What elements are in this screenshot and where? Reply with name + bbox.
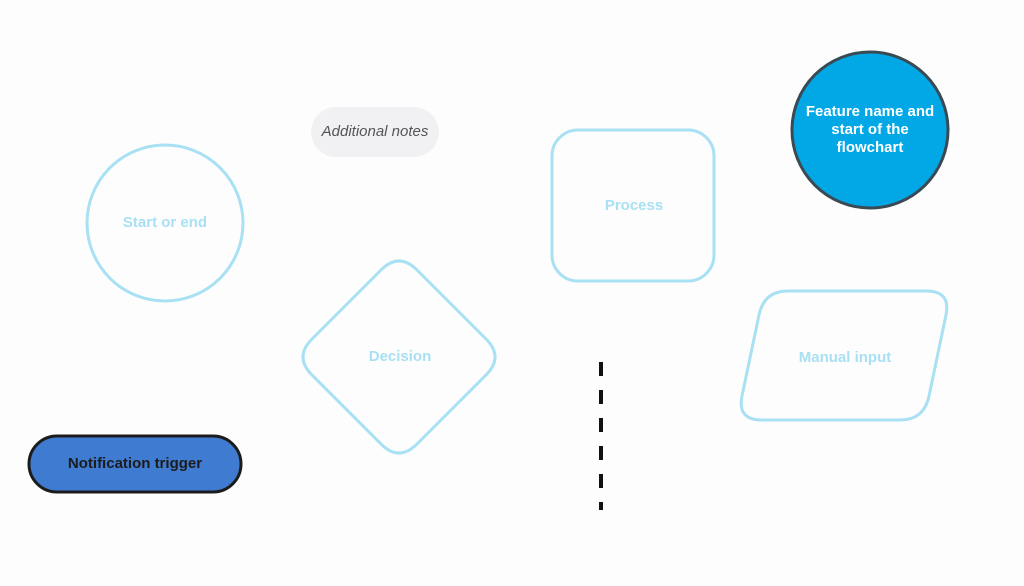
process-label: Process: [604, 197, 664, 214]
feature-label: Feature name and start of the flowchart: [805, 103, 935, 156]
notification-label: Notification trigger: [67, 455, 203, 472]
process-shape[interactable]: [550, 128, 716, 283]
notes-shape[interactable]: [311, 107, 439, 157]
notes-label: Additional notes: [321, 123, 429, 140]
start-end-shape[interactable]: [85, 143, 245, 303]
notification-shape[interactable]: [27, 434, 243, 494]
manual-input-shape[interactable]: [739, 289, 949, 422]
feature-shape[interactable]: [790, 50, 950, 210]
decision-shape[interactable]: [301, 259, 497, 455]
start-end-label: Start or end: [122, 214, 208, 231]
manual-input-label: Manual input: [798, 349, 892, 366]
decision-label: Decision: [368, 348, 432, 365]
